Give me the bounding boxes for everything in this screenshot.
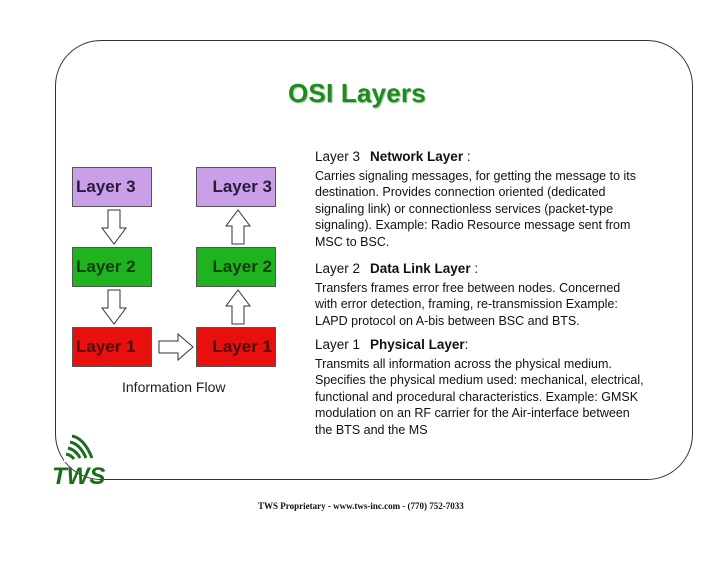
logo-text: TWS	[52, 463, 105, 490]
right-layer3-box: Layer 3	[196, 167, 276, 207]
layer2-body: Transfers frames error free between node…	[315, 280, 621, 328]
slide-title: OSI Layers	[288, 78, 426, 108]
slide-frame	[55, 40, 693, 480]
layer2-heading: Layer 2 Data Link Layer :	[315, 261, 645, 278]
layer-number: Layer 2	[315, 261, 361, 276]
left-layer1-box: Layer 1	[72, 327, 152, 367]
down-arrow-icon	[101, 289, 127, 325]
up-arrow-icon	[225, 209, 251, 245]
right-layer1-box: Layer 1	[196, 327, 276, 367]
layer1-body: Transmits all information across the phy…	[315, 356, 644, 437]
layer-name: Data Link Layer	[370, 261, 471, 276]
layer1-description: Layer 1 Physical Layer: Transmits all inf…	[315, 337, 645, 438]
left-layer2-box: Layer 2	[72, 247, 152, 287]
up-arrow-icon	[225, 289, 251, 325]
layer1-heading: Layer 1 Physical Layer:	[315, 337, 645, 354]
heading-separator: :	[470, 261, 479, 276]
layer3-heading: Layer 3 Network Layer :	[315, 149, 645, 166]
layer-number: Layer 3	[315, 149, 361, 164]
tws-logo: TWS	[52, 432, 105, 490]
layer3-body: Carries signaling messages, for getting …	[315, 168, 636, 249]
layer-number: Layer 1	[315, 337, 361, 352]
information-flow-label: Information Flow	[122, 379, 226, 395]
heading-separator: :	[463, 149, 471, 164]
right-layer2-box: Layer 2	[196, 247, 276, 287]
right-arrow-icon	[158, 333, 194, 361]
layer-name: Physical Layer	[370, 337, 465, 352]
layer3-description: Layer 3 Network Layer : Carries signaling…	[315, 149, 645, 250]
layer2-description: Layer 2 Data Link Layer : Transfers frame…	[315, 261, 645, 329]
footer-text: TWS Proprietary - www.tws-inc.com - (770…	[258, 501, 464, 511]
left-layer3-box: Layer 3	[72, 167, 152, 207]
layer-name: Network Layer	[370, 149, 464, 164]
down-arrow-icon	[101, 209, 127, 245]
heading-separator: :	[464, 337, 469, 352]
